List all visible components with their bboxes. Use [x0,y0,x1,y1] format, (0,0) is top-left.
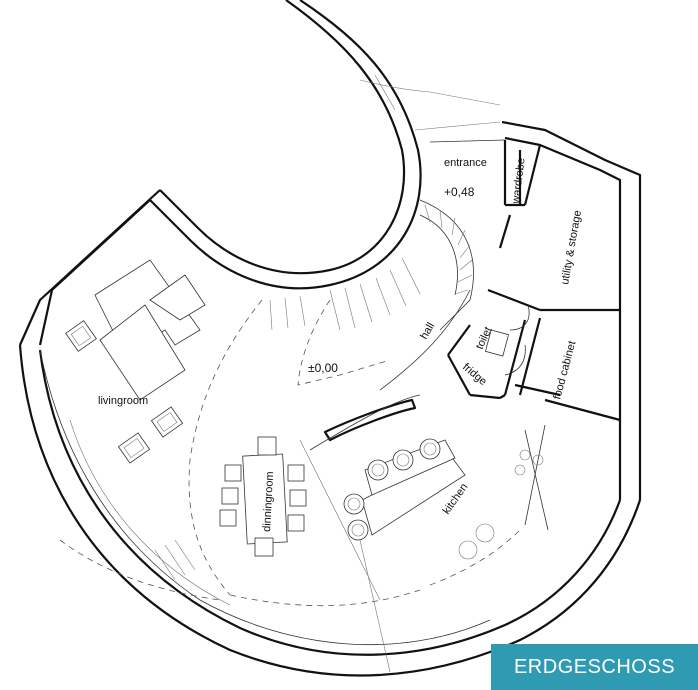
living-furniture [65,259,206,464]
label-hall-level: ±0,00 [308,361,338,375]
label-livingroom: livingroom [98,395,148,407]
zone-dashes [59,299,521,607]
outer-walls [18,0,642,677]
label-entrance: entrance [444,157,487,169]
terrace-lines [39,74,501,645]
staircase [269,199,474,331]
grid-lines [154,289,471,673]
entrance-area [429,139,542,249]
label-hall: hall [418,321,437,342]
service-rooms [447,288,621,526]
title-text: ERDGESCHOSS [513,655,676,678]
label-dinningroom: dinningroom [261,471,276,532]
title-badge: ERDGESCHOSS [491,644,698,690]
label-entrance-level: +0,48 [444,185,475,199]
dining-furniture [219,436,307,557]
label-wardrobe: wardrobe [510,157,528,205]
label-utility-storage: utility & storage [559,209,584,285]
kitchen-furniture [323,398,549,560]
label-food-cabinet: food cabinet [551,340,578,401]
